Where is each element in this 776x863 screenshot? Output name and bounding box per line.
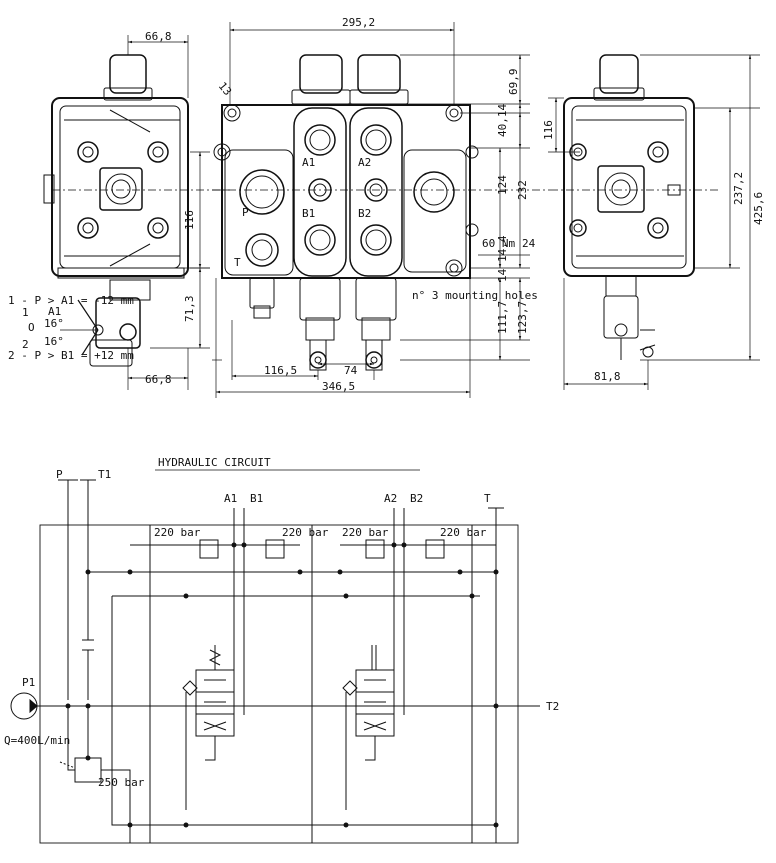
dim-116-left: 116 — [183, 210, 196, 230]
circuit-t: T — [484, 492, 491, 505]
circuit-t2: T2 — [546, 700, 559, 713]
dim-81-8: 81,8 — [594, 370, 621, 383]
port-t: T — [234, 256, 241, 269]
lever-note-1: 1 - P > A1 = -12 mm — [8, 294, 134, 307]
port-b1: B1 — [302, 207, 315, 220]
front-view — [213, 54, 479, 371]
circuit-p: P — [56, 468, 63, 481]
circuit-a2: A2 — [384, 492, 397, 505]
port-a1: A1 — [302, 156, 315, 169]
circuit-a1: A1 — [224, 492, 237, 505]
lever-notes: 1 - P > A1 = -12 mm 1 A1 O 16° 16° 2 2 -… — [8, 294, 134, 362]
lever-note-a1: A1 — [48, 305, 61, 318]
lever-note-o: O — [28, 321, 35, 334]
dim-124: 124 — [496, 175, 509, 195]
left-side-view — [43, 54, 189, 367]
dim-123-7: 123,7 — [516, 301, 529, 334]
dim-69-9: 69,9 — [507, 69, 520, 96]
dim-13: 13 — [216, 80, 234, 99]
circuit-relief-3: 220 bar — [342, 526, 389, 539]
dim-14-4: 14,4 — [496, 235, 509, 262]
circuit-junctions — [65, 542, 499, 828]
circuit-relief-1: 220 bar — [154, 526, 201, 539]
lever-angle-1: 16° — [44, 317, 64, 330]
circuit-t1: T1 — [98, 468, 111, 481]
dim-74: 74 — [344, 364, 358, 377]
dim-14: 14 — [496, 268, 509, 282]
dim-bottom-left-width: 66,8 — [145, 373, 172, 386]
right-dimension-lines — [548, 54, 760, 390]
hydraulic-circuit — [10, 479, 540, 844]
dim-111-7: 111,7 — [496, 301, 509, 334]
port-a2: A2 — [358, 156, 371, 169]
left-dimension-lines — [52, 35, 220, 390]
dim-116-5: 116,5 — [264, 364, 297, 377]
dim-40-14: 40,14 — [496, 104, 509, 137]
dim-top-left-width: 66,8 — [145, 30, 172, 43]
dim-346-5: 346,5 — [322, 380, 355, 393]
lever-note-1b: 1 — [22, 306, 29, 319]
lever-note-2: 2 - P > B1 = +12 mm — [8, 349, 134, 362]
port-b2: B2 — [358, 207, 371, 220]
torque-24: 24 — [522, 237, 536, 250]
lever-note-2b: 2 — [22, 338, 29, 351]
front-dimension-lines — [212, 22, 550, 398]
port-p: P — [242, 206, 249, 219]
dim-425-6: 425,6 — [752, 192, 765, 225]
dim-total-width: 295,2 — [342, 16, 375, 29]
circuit-relief-4: 220 bar — [440, 526, 487, 539]
lever-angle-2: 16° — [44, 335, 64, 348]
right-side-view — [563, 54, 695, 360]
circuit-b1: B1 — [250, 492, 263, 505]
dim-237-2: 237,2 — [732, 172, 745, 205]
circuit-relief-2: 220 bar — [282, 526, 329, 539]
dim-232: 232 — [516, 180, 529, 200]
torque-note: 60 Nm — [482, 237, 515, 250]
circuit-flow: Q=400L/min — [4, 734, 70, 747]
dim-116-right: 116 — [542, 120, 555, 140]
circuit-p1: P1 — [22, 676, 35, 689]
circuit-title: HYDRAULIC CIRCUIT — [158, 456, 271, 469]
mounting-note: n° 3 mounting holes — [412, 289, 538, 302]
circuit-b2: B2 — [410, 492, 423, 505]
circuit-relief-main: 250 bar — [98, 776, 145, 789]
dim-71-3: 71,3 — [183, 296, 196, 323]
